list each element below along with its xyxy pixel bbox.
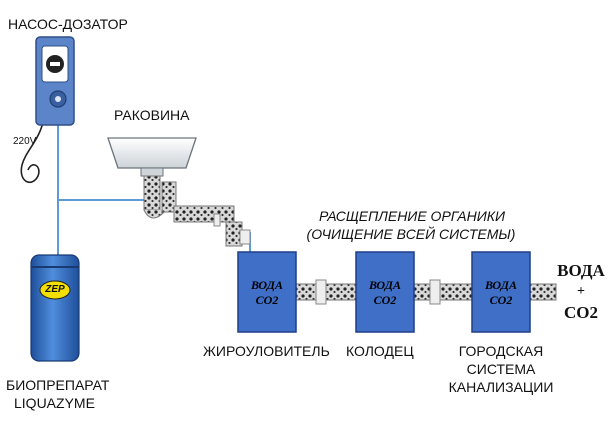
siphon-pipe xyxy=(143,175,251,247)
sink xyxy=(107,137,197,177)
output-line2: + xyxy=(577,284,585,299)
box1-line2: CO2 xyxy=(255,293,279,307)
box2-line1: ВОДА xyxy=(368,278,401,292)
power-cable xyxy=(20,117,45,184)
pump-label: НАСОС-ДОЗАТОР xyxy=(8,16,128,32)
sink-label: РАКОВИНА xyxy=(114,107,190,123)
box2-line2: CO2 xyxy=(373,293,397,307)
sewer-label-line1: ГОРОДСКАЯ xyxy=(458,343,544,359)
sewer-label-line2: СИСТЕМА xyxy=(466,361,536,377)
box-well xyxy=(355,251,415,333)
box1-line1: ВОДА xyxy=(250,278,283,292)
caption-line1: РАСЩЕПЛЕНИЕ ОРГАНИКИ xyxy=(318,208,506,224)
tank-brand: ZEP xyxy=(45,284,65,295)
grease-trap-label: ЖИРОУЛОВИТЕЛЬ xyxy=(203,343,330,359)
box3-line1: ВОДА xyxy=(484,278,517,292)
box-city-sewer xyxy=(471,251,531,333)
bioproduct-tank xyxy=(30,254,80,362)
voltage-label: 220V xyxy=(13,136,37,147)
output-line3: CO2 xyxy=(564,303,598,322)
bioproduct-line1: БИОПРЕПАРАТ xyxy=(6,377,110,393)
box3-line2: CO2 xyxy=(489,293,513,307)
dosing-pump xyxy=(35,36,75,126)
sewer-label-line3: КАНАЛИЗАЦИИ xyxy=(448,379,554,395)
output-line1: ВОДА xyxy=(557,261,605,280)
well-label: КОЛОДЕЦ xyxy=(346,343,414,359)
bioproduct-line2: LIQUAZYME xyxy=(14,395,95,411)
box-grease-trap xyxy=(237,251,297,333)
caption-line2: (ОЧИЩЕНИЕ ВСЕЙ СИСТЕМЫ) xyxy=(306,226,516,242)
